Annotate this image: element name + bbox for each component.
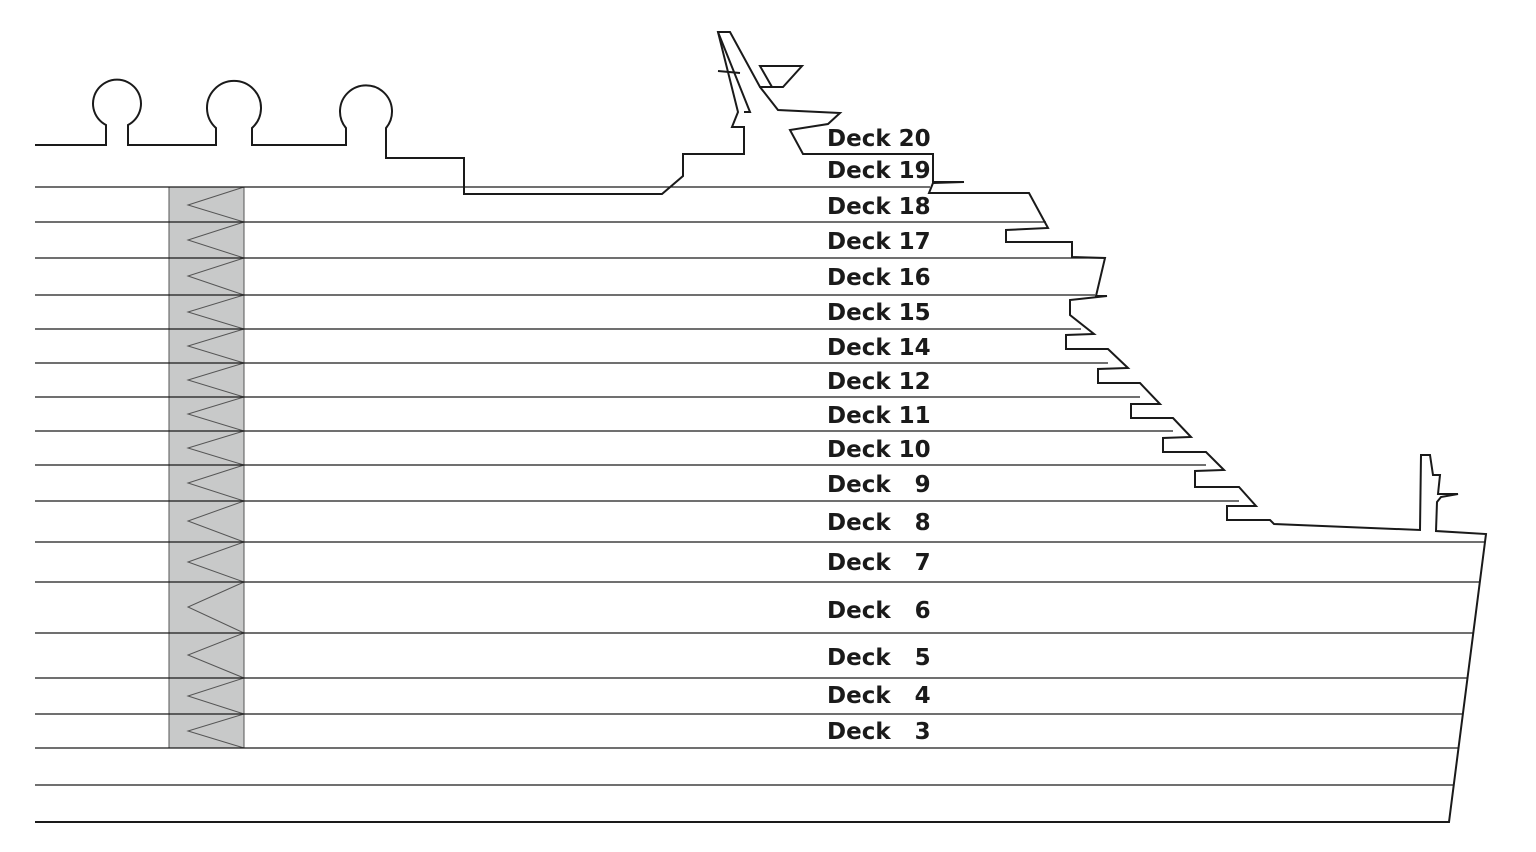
deck-label-11: Deck 11 — [827, 403, 931, 429]
deck-label-8: Deck 8 — [827, 510, 931, 536]
stairwell-band — [168, 186, 245, 749]
ship-outline — [35, 31, 1488, 823]
mast-detail — [717, 70, 741, 74]
deck-label-10: Deck 10 — [827, 437, 931, 463]
deck-label-17: Deck 17 — [827, 229, 931, 255]
deck-lines — [35, 186, 1484, 786]
deck-label-9: Deck 9 — [827, 472, 931, 498]
stairwell — [168, 186, 246, 749]
upper-profile-outline — [35, 31, 805, 195]
deck-label-20: Deck 20 — [827, 126, 931, 152]
deck-label-14: Deck 14 — [827, 335, 931, 361]
funnel-outline — [35, 31, 1488, 823]
deck-label-7: Deck 7 — [827, 550, 931, 576]
deck-labels: Deck 20 Deck 19 Deck 18 Deck 17 Deck 16 … — [827, 126, 931, 745]
deck-label-4: Deck 4 — [827, 683, 931, 709]
deck-label-12: Deck 12 — [827, 369, 931, 395]
stairwell-zigzag — [186, 186, 246, 749]
deck-label-18: Deck 18 — [827, 194, 931, 220]
deck-label-16: Deck 16 — [827, 265, 931, 291]
deck-label-15: Deck 15 — [827, 300, 931, 326]
deck-label-5: Deck 5 — [827, 645, 931, 671]
deck-label-6: Deck 6 — [827, 598, 931, 624]
deck-label-19: Deck 19 — [827, 158, 931, 184]
deck-label-3: Deck 3 — [827, 719, 931, 745]
